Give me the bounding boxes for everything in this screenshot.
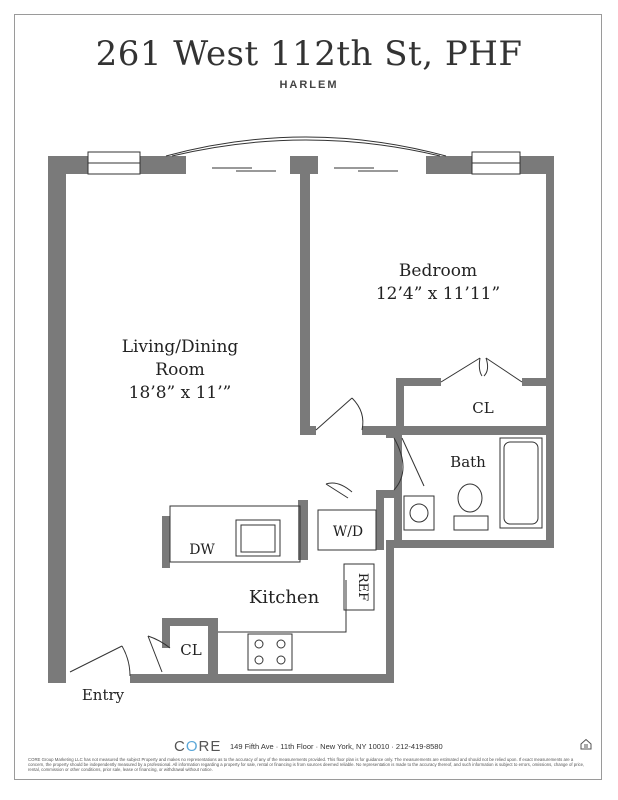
wd-door-swing bbox=[325, 482, 353, 493]
entry-label: Entry bbox=[82, 686, 125, 704]
wall-wd-right bbox=[376, 498, 384, 550]
burner-3 bbox=[254, 655, 264, 665]
wall-closet-right bbox=[208, 618, 218, 676]
wall-kitchen-counter-end bbox=[298, 500, 308, 560]
bedroom-door-leaf bbox=[315, 397, 353, 431]
entry-door-leaf bbox=[69, 645, 123, 673]
refrigerator-box bbox=[343, 563, 375, 611]
dishwasher-label: DW bbox=[189, 542, 215, 558]
wall-closet-right bbox=[546, 378, 554, 430]
wall-bath-left bbox=[394, 426, 402, 548]
bath-door-swing bbox=[393, 437, 404, 491]
entry-door-swing bbox=[121, 645, 131, 677]
wall-bedroom-partition bbox=[300, 156, 310, 434]
toilet-tank bbox=[453, 515, 489, 531]
burner-1 bbox=[254, 639, 264, 649]
wall-bath-right bbox=[546, 430, 554, 548]
wall-bath-bottom bbox=[394, 540, 554, 548]
bath-label: Bath bbox=[450, 453, 486, 471]
washer-dryer-closet bbox=[317, 509, 377, 551]
wall-closet-top-right bbox=[522, 378, 554, 386]
living-room-name-2: Room bbox=[155, 360, 204, 380]
wall-closet-top-left bbox=[396, 378, 441, 386]
bedroom-dimensions: 12’4” x 11’11” bbox=[376, 284, 500, 304]
bay-window-outer bbox=[165, 136, 447, 157]
wall-closet-left bbox=[162, 618, 170, 648]
neighborhood-label: HARLEM bbox=[279, 79, 339, 91]
bath-sink bbox=[409, 503, 429, 523]
living-room-name: Living/Dining bbox=[122, 337, 239, 357]
refrigerator-label: REF bbox=[355, 573, 370, 601]
wall-closet-left bbox=[396, 378, 404, 430]
closet-door-right bbox=[485, 357, 523, 383]
legal-disclaimer: CORE Group Marketing LLC has not measure… bbox=[28, 757, 585, 773]
burner-4 bbox=[276, 655, 286, 665]
burner-2 bbox=[276, 639, 286, 649]
kitchen-counter bbox=[169, 505, 301, 563]
fixtures bbox=[69, 136, 543, 677]
wd-door-leaf bbox=[325, 483, 349, 499]
kitchen-sink bbox=[235, 519, 281, 557]
entry-closet-label: CL bbox=[180, 641, 201, 659]
toilet-bowl bbox=[457, 483, 483, 513]
walls bbox=[48, 156, 554, 683]
wall-bath-jamb bbox=[386, 426, 394, 438]
bedroom-door-swing bbox=[351, 397, 364, 431]
burners bbox=[254, 639, 286, 665]
kitchen-label: Kitchen bbox=[249, 587, 320, 608]
wall-bedroom-bottom bbox=[362, 426, 554, 435]
equal-housing-icon bbox=[580, 738, 592, 750]
wall-top-right bbox=[520, 156, 554, 174]
brokerage-address: 149 Fifth Ave · 11th Floor · New York, N… bbox=[230, 742, 443, 751]
bedroom-closet-label: CL bbox=[472, 399, 493, 417]
washer-dryer-label: W/D bbox=[333, 524, 363, 540]
bath-door-leaf bbox=[401, 437, 425, 487]
wall-bedroom-bottom-left bbox=[300, 426, 316, 435]
bathtub bbox=[499, 437, 543, 529]
listing-address: 261 West 112th St, PHF bbox=[95, 34, 523, 74]
wall-bottom bbox=[130, 674, 394, 683]
bathtub-basin bbox=[503, 441, 539, 525]
closet-door-swing bbox=[147, 635, 171, 649]
wall-closet-top bbox=[162, 618, 212, 626]
wall-wd-top bbox=[376, 490, 402, 498]
bay-window-inner bbox=[171, 139, 441, 157]
closet-door-left bbox=[440, 357, 481, 383]
page-frame bbox=[14, 14, 602, 780]
closet-door-leaf bbox=[147, 635, 163, 673]
living-room-dimensions: 18’8” x 11’” bbox=[129, 383, 232, 403]
closet-door-right-swing bbox=[483, 357, 489, 377]
kitchen-lower-counter bbox=[218, 580, 347, 633]
wall-left bbox=[48, 156, 66, 683]
bath-vanity bbox=[403, 495, 435, 531]
closet-door-left-swing bbox=[478, 357, 483, 377]
wall-kitchen-stub bbox=[162, 516, 170, 568]
bedroom-name: Bedroom bbox=[399, 261, 477, 281]
brand-logo: CORE bbox=[174, 738, 222, 755]
wall-top-mid-right bbox=[426, 156, 472, 174]
wall-right-bedroom bbox=[546, 156, 554, 392]
range bbox=[247, 633, 293, 671]
kitchen-sink-basin bbox=[240, 524, 276, 553]
wall-kitchen-right bbox=[386, 540, 394, 683]
wall-top-mid-left bbox=[140, 156, 186, 174]
